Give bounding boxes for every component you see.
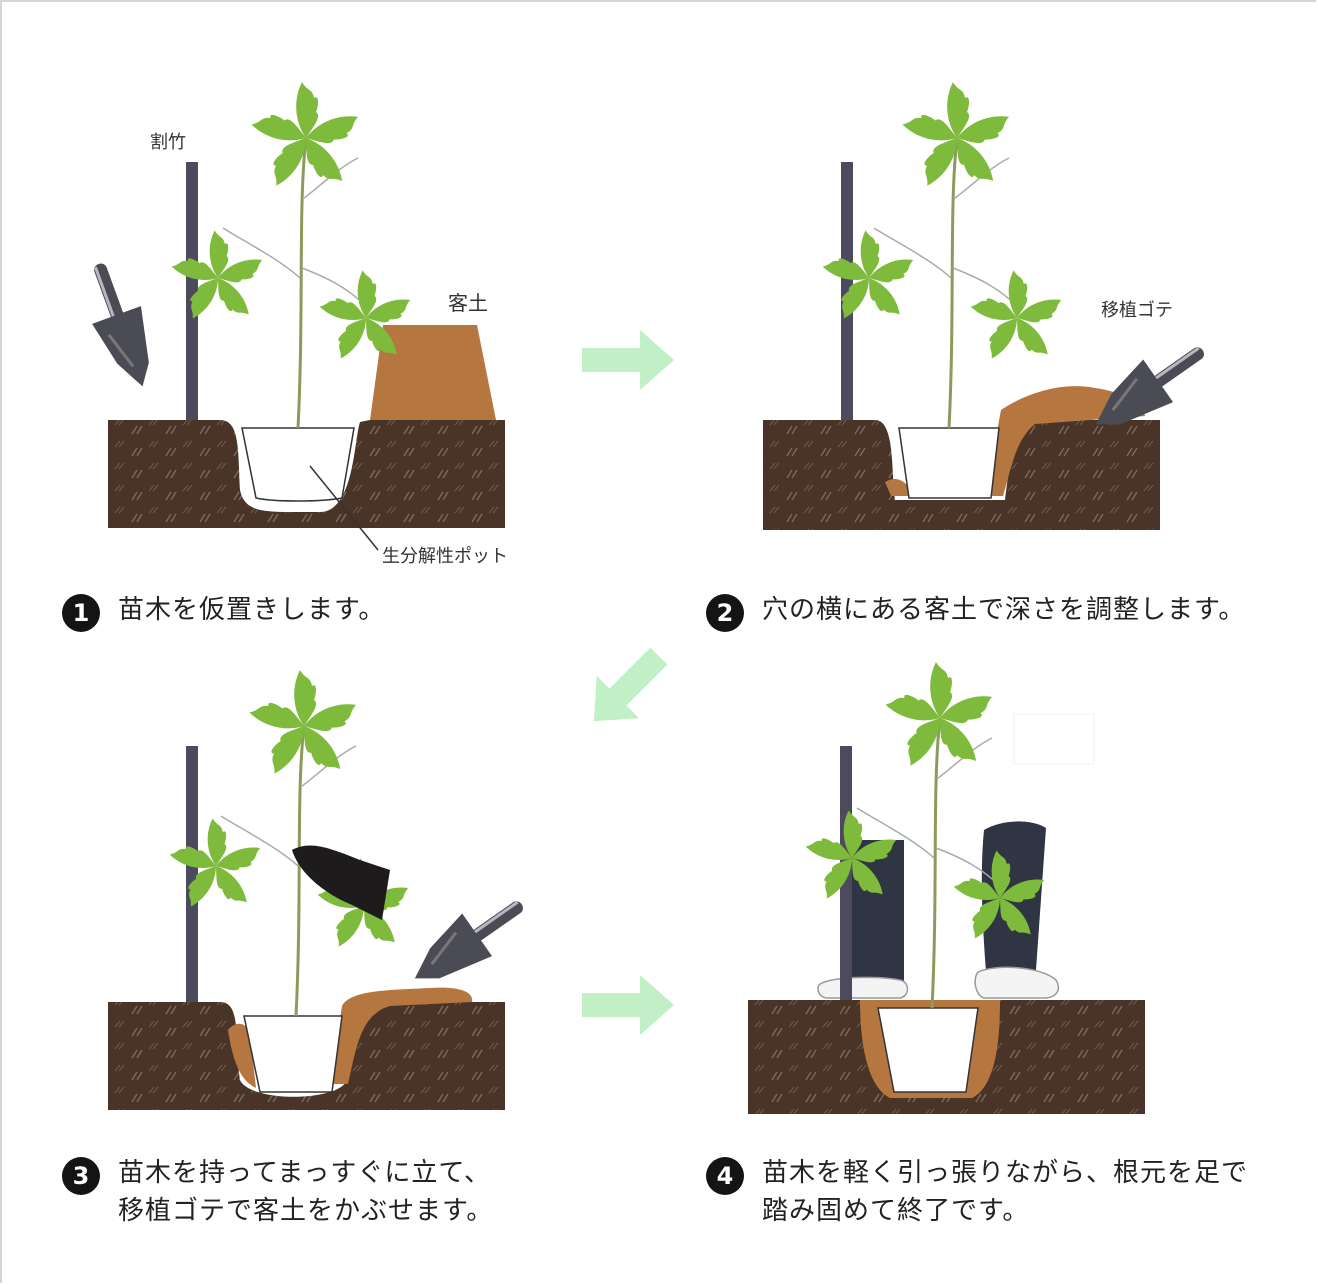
gloved-hand: [292, 845, 390, 920]
biodegradable-pot: [877, 1007, 979, 1093]
bamboo-label-box: [126, 114, 208, 162]
arrow-right-2: [580, 955, 680, 1055]
arrow-down-left: [575, 640, 675, 740]
step-1-text: 苗木を仮置きします。: [118, 595, 386, 625]
step-1-badge: 1: [62, 594, 100, 632]
soil-mound: [370, 325, 496, 420]
bamboo-stake: [186, 746, 198, 1002]
step-3-badge: 3: [62, 1157, 100, 1195]
pot-label: 生分解性ポット: [382, 546, 508, 567]
right-shoe: [974, 966, 1060, 999]
arrow-right-1: [580, 310, 680, 410]
pot-pointer-line: [309, 465, 379, 551]
bamboo-stake: [186, 162, 198, 420]
trowel-label: 移植ゴテ: [1101, 300, 1173, 321]
step-3-text-line-1: 苗木を持ってまっすぐに立て、: [118, 1158, 492, 1188]
ground: [108, 420, 505, 528]
step-3-text-line-2: 移植ゴテで客土をかぶせます。: [118, 1196, 494, 1226]
trowel-icon: [398, 881, 538, 1002]
trowel-icon: [72, 253, 169, 397]
biodegradable-pot: [241, 427, 355, 502]
step-4-text-line-1: 苗木を軽く引っ張りながら、根元を足で: [762, 1158, 1249, 1188]
step-4-badge: 4: [706, 1157, 744, 1195]
soil-label: 客土: [448, 291, 488, 315]
bamboo-label: 割竹: [150, 132, 186, 153]
step-2-text: 穴の横にある客土で深さを調整します。: [762, 595, 1246, 625]
biodegradable-pot: [243, 1015, 343, 1093]
step-1-illustration: 割竹 客土 生分解性ポット: [60, 110, 580, 580]
step-3-illustration: [60, 690, 580, 1160]
biodegradable-pot: [898, 427, 1000, 499]
step-2-badge: 2: [706, 594, 744, 632]
bamboo-stake: [841, 162, 853, 420]
step-4-illustration: [700, 690, 1220, 1160]
left-shoe: [817, 976, 909, 999]
ground: [108, 1002, 505, 1110]
step-4-text-line-2: 踏み固めて終了です。: [762, 1196, 1030, 1226]
blank-label-box: [1013, 713, 1095, 765]
sapling: [821, 82, 1065, 428]
ground: [763, 420, 1160, 530]
soil-fill-right: [330, 987, 473, 1084]
sapling: [168, 670, 412, 1016]
step-2-illustration: 移植ゴテ: [715, 110, 1235, 580]
